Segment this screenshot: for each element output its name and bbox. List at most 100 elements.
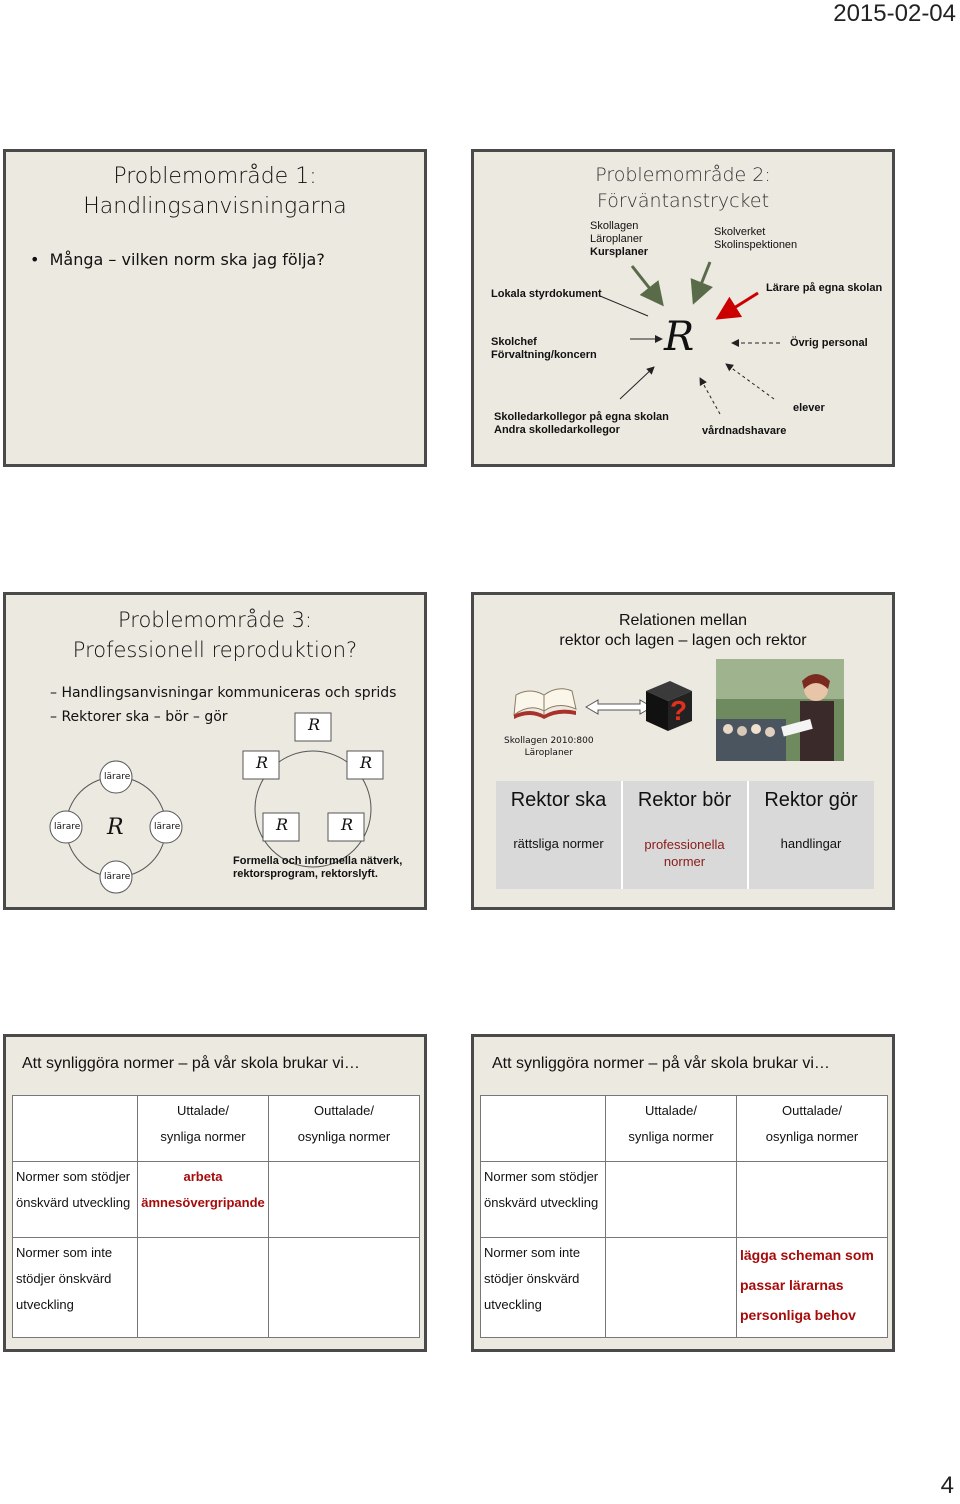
header-line2: synliga normer bbox=[628, 1129, 714, 1144]
node-r-left bbox=[242, 750, 280, 780]
slide-title: Problemområde 3: Professionell reprodukt… bbox=[6, 605, 424, 665]
bullet-item-2: – Rektorer ska – bör – gör bbox=[50, 709, 228, 725]
header-line2: osynliga normer bbox=[765, 1129, 859, 1144]
label-skolverket-group: Skolverket Skolinspektionen bbox=[714, 226, 797, 252]
book-caption-line1: Skollagen 2010:800 bbox=[504, 736, 594, 746]
rektor-symbol: R bbox=[664, 314, 695, 360]
row-label-line2: önskvärd utveckling bbox=[484, 1195, 599, 1210]
node-larare-top bbox=[99, 760, 133, 794]
table-row: Normer som stödjer önskvärd utveckling ar… bbox=[12, 1161, 420, 1238]
table-cell bbox=[605, 1161, 737, 1238]
column-sub: professionella normer bbox=[622, 836, 747, 870]
arrow-elever bbox=[725, 363, 775, 400]
node-r-bottom-right bbox=[327, 812, 365, 842]
book-icon bbox=[513, 688, 577, 719]
r-symbol: R bbox=[360, 753, 373, 772]
label-larare-top: lärare bbox=[104, 772, 131, 782]
slide-3: Problemområde 3: Professionell reprodukt… bbox=[3, 592, 427, 910]
row-label-line2: stödjer önskvärd bbox=[16, 1271, 112, 1286]
row-label-line2: önskvärd utveckling bbox=[16, 1195, 131, 1210]
label-vardnadshavare: vårdnadshavare bbox=[702, 425, 787, 437]
question-mark: ? bbox=[670, 695, 688, 726]
bullet-list: – Handlingsanvisningar kommuniceras och … bbox=[50, 681, 396, 729]
row-label: Normer som stödjer önskvärd utveckling bbox=[12, 1161, 138, 1238]
column-head: Rektor ska bbox=[510, 789, 607, 811]
label-skolinspektionen: Skolinspektionen bbox=[714, 239, 798, 251]
table-header: Outtalade/osynliga normer bbox=[736, 1095, 888, 1162]
row-label-line1: Normer som inte bbox=[484, 1245, 581, 1260]
norm-table: Uttalade/synliga normer Outtalade/osynli… bbox=[12, 1095, 420, 1338]
bullet-text: Handlingsanvisningar kommuniceras och sp… bbox=[61, 685, 397, 701]
column-sub: rättsliga normer bbox=[513, 836, 604, 851]
speaker-photo bbox=[716, 659, 844, 761]
slide-title-line2: Handlingsanvisningarna bbox=[83, 194, 347, 219]
bullet-text: Rektorer ska – bör – gör bbox=[61, 709, 228, 725]
label-kursplaner: Kursplaner bbox=[590, 246, 649, 258]
table-header: Outtalade/osynliga normer bbox=[268, 1095, 420, 1162]
label-larare-right: lärare bbox=[154, 822, 181, 832]
r-symbol: R bbox=[276, 815, 289, 834]
table-header: Uttalade/synliga normer bbox=[137, 1095, 269, 1162]
row-label: Normer som inte stödjer önskvärd utvecklin… bbox=[12, 1237, 138, 1338]
arrow-larare bbox=[715, 291, 759, 320]
page-number: 4 bbox=[940, 1472, 954, 1499]
column-gor: Rektor gör handlingar bbox=[748, 781, 874, 889]
node-r-top bbox=[294, 712, 332, 742]
label-skollagen-group: Skollagen Läroplaner Kursplaner bbox=[590, 220, 648, 259]
slide-title-line2: Förväntanstrycket bbox=[596, 190, 770, 212]
node-larare-right bbox=[149, 810, 183, 844]
cell-line2: ämnesövergripande bbox=[141, 1195, 265, 1210]
column-head: Rektor bör bbox=[637, 789, 732, 811]
slide-title: Att synliggöra normer – på vår skola bru… bbox=[492, 1055, 830, 1072]
label-laroplaner: Läroplaner bbox=[590, 233, 643, 245]
row-label-line1: Normer som inte bbox=[16, 1245, 113, 1260]
caption-line2: rektorsprogram, rektorslyft. bbox=[233, 868, 378, 880]
label-skolverket: Skolverket bbox=[714, 226, 766, 238]
arrow-skolverket bbox=[690, 261, 713, 305]
slide-title-line1: Problemområde 3: bbox=[117, 608, 313, 632]
label-skolledare-group: Skolledarkollegor på egna skolan Andra s… bbox=[494, 411, 669, 437]
row-label-line1: Normer som stödjer bbox=[16, 1169, 131, 1184]
r-symbol: R bbox=[341, 815, 354, 834]
label-larare-egna: Lärare på egna skolan bbox=[766, 282, 883, 294]
slide-2: Problemområde 2: Förväntanstrycket R Sko… bbox=[471, 149, 895, 467]
table-cell bbox=[268, 1237, 420, 1338]
label-larare-bottom: lärare bbox=[104, 872, 131, 882]
bullet-item: • Många – vilken norm ska jag följa? bbox=[30, 250, 325, 269]
network-caption: Formella och informella nätverk, rektors… bbox=[233, 855, 402, 881]
label-forvaltning: Förvaltning/koncern bbox=[491, 349, 597, 361]
header-line2: osynliga normer bbox=[297, 1129, 391, 1144]
table-cell bbox=[12, 1095, 138, 1162]
label-elever: elever bbox=[793, 402, 825, 414]
header-line1: Outtalade/ bbox=[314, 1103, 374, 1118]
column-sub-line2: normer bbox=[663, 854, 706, 869]
rektor-symbol: R bbox=[107, 815, 124, 840]
cell-line1: lägga scheman som bbox=[740, 1247, 874, 1263]
label-skolchef-group: Skolchef Förvaltning/koncern bbox=[491, 336, 597, 362]
page-date: 2015-02-04 bbox=[833, 0, 956, 27]
slide-6: Att synliggöra normer – på vår skola bru… bbox=[471, 1034, 895, 1352]
table-cell bbox=[736, 1161, 888, 1238]
bullet-dot-icon: • bbox=[30, 250, 50, 269]
caption-line1: Formella och informella nätverk, bbox=[233, 855, 403, 867]
table-cell bbox=[480, 1095, 606, 1162]
node-r-bottom-left bbox=[262, 812, 300, 842]
table-row: Normer som inte stödjer önskvärd utvecklin… bbox=[12, 1237, 420, 1338]
table-row: Uttalade/synliga normer Outtalade/osynli… bbox=[12, 1095, 420, 1162]
header-line2: synliga normer bbox=[160, 1129, 246, 1144]
slide-title-line1: Problemområde 2: bbox=[595, 164, 771, 186]
label-ovrig: Övrig personal bbox=[790, 337, 868, 349]
column-sub-line1: professionella bbox=[644, 837, 725, 852]
slide-title-line1: Problemområde 1: bbox=[113, 164, 317, 189]
label-andra-skolledarkollegor: Andra skolledarkollegor bbox=[494, 424, 620, 436]
bullet-text: Många – vilken norm ska jag följa? bbox=[49, 250, 325, 269]
arrow-skolledare bbox=[619, 366, 655, 400]
table-row: Uttalade/synliga normer Outtalade/osynli… bbox=[480, 1095, 888, 1162]
row-label-line3: utveckling bbox=[16, 1297, 74, 1312]
table-cell bbox=[268, 1161, 420, 1238]
expectation-arrows-diagram bbox=[599, 261, 780, 415]
column-ska: Rektor ska rättsliga normer bbox=[496, 781, 623, 889]
